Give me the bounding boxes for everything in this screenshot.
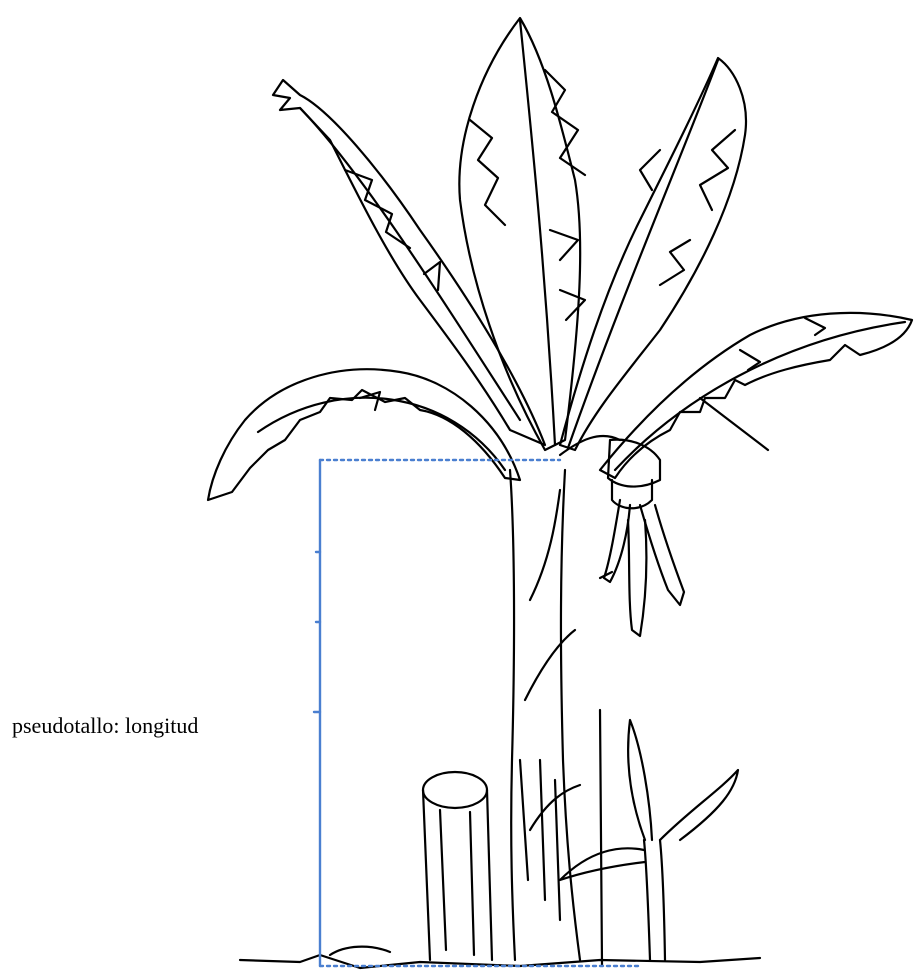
- leaf-left: [208, 369, 520, 500]
- cut-stump: [423, 772, 492, 960]
- leader-line: [700, 398, 768, 450]
- leaf-top-left: [273, 80, 545, 445]
- sucker-plant: [560, 710, 738, 965]
- leaf-top-right: [560, 58, 746, 450]
- leaf-right: [600, 313, 912, 478]
- banana-bunch: [560, 436, 684, 636]
- ground-line: [240, 947, 760, 968]
- leaf-top-center: [459, 18, 585, 450]
- pseudostem: [510, 470, 580, 960]
- pseudostem-length-label: pseudotallo: longitud: [12, 715, 198, 737]
- measurement-bracket: [314, 460, 640, 966]
